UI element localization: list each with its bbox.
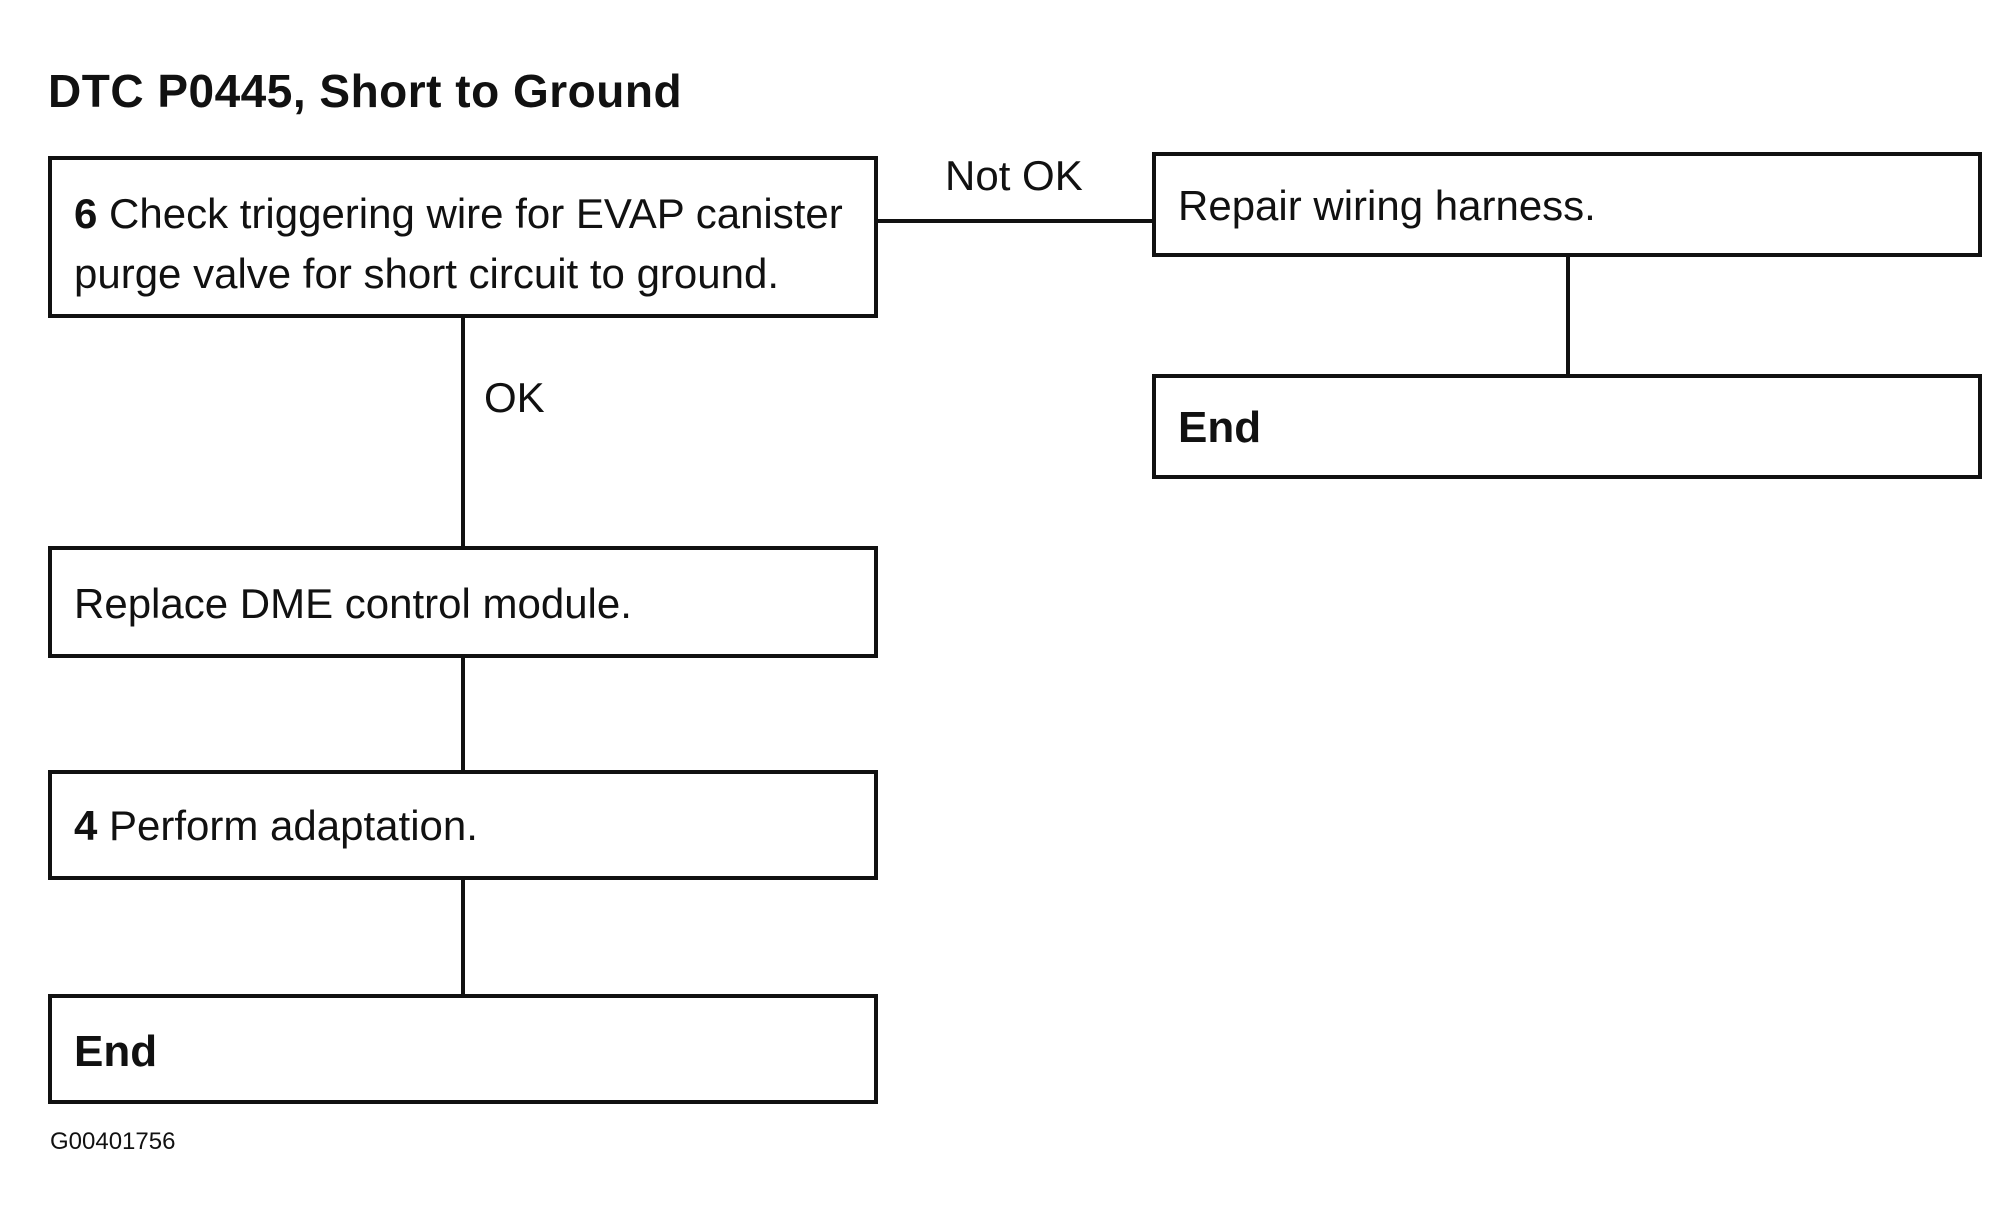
diagram-title: DTC P0445, Short to Ground bbox=[48, 65, 683, 117]
node-repair-text: Repair wiring harness. bbox=[1178, 182, 1596, 229]
node-replace-dme-module: Replace DME control module. bbox=[48, 546, 878, 658]
node-end-left-text: End bbox=[74, 1027, 158, 1076]
node-end-right: End bbox=[1152, 374, 1982, 479]
node-perform-adaptation: 4 Perform adaptation. bbox=[48, 770, 878, 880]
edge-label-not-ok: Not OK bbox=[945, 152, 1083, 199]
connector-repair-to-end bbox=[1566, 256, 1570, 376]
node-replace-text: Replace DME control module. bbox=[74, 580, 632, 627]
edge-label-ok: OK bbox=[484, 374, 545, 421]
node-repair-wiring-harness: Repair wiring harness. bbox=[1152, 152, 1982, 257]
connector-check-to-replace bbox=[461, 316, 465, 548]
figure-id: G00401756 bbox=[50, 1128, 176, 1155]
node-adaptation-text: Perform adaptation. bbox=[109, 802, 478, 849]
node-end-right-text: End bbox=[1178, 403, 1262, 452]
node-check-triggering-wire: 6 Check triggering wire for EVAP caniste… bbox=[48, 156, 878, 318]
node-end-left: End bbox=[48, 994, 878, 1104]
node-check-text-2: purge valve for short circuit to ground. bbox=[74, 250, 780, 297]
node-check-text-1: Check triggering wire for EVAP canister bbox=[109, 190, 843, 237]
connector-check-to-repair bbox=[878, 219, 1154, 223]
step-number: 6 bbox=[74, 190, 98, 237]
node-check-line-1: 6 Check triggering wire for EVAP caniste… bbox=[74, 184, 874, 244]
step-number: 4 bbox=[74, 802, 98, 849]
connector-replace-to-adaptation bbox=[461, 656, 465, 772]
connector-adaptation-to-end bbox=[461, 878, 465, 996]
